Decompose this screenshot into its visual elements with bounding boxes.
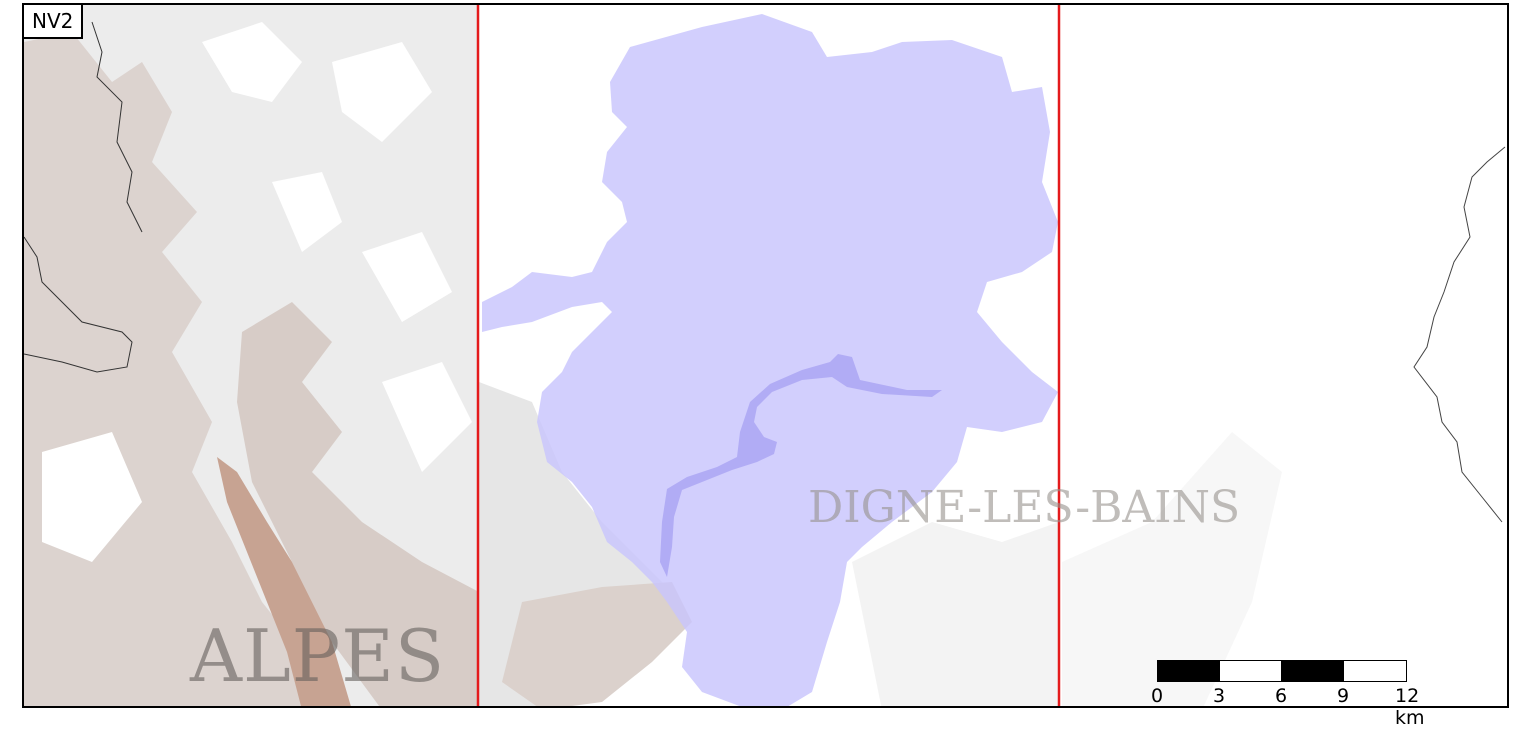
terrain-right-faint [1062,432,1282,706]
terrain-mid-right [852,522,1059,706]
panel-divider-lines [476,5,1061,706]
map-canvas[interactable] [24,5,1509,708]
terrain-river-left [217,457,351,706]
terrain-valley-mid [237,302,479,706]
scale-tick-12-km: 12 km [1395,685,1425,729]
map-id-label: NV2 [24,5,84,39]
map-frame[interactable]: ALPES DIGNE-LES-BAINS [22,3,1509,708]
study-zone-polygon[interactable] [482,14,1058,708]
place-label-digne: DIGNE-LES-BAINS [808,482,1241,533]
admin-border-left [24,21,143,373]
scale-segment-1 [1157,660,1220,682]
scale-tick-6: 6 [1274,685,1288,707]
scale-segment-4 [1343,660,1407,682]
scale-bar: 0 3 6 9 12 km [1130,658,1470,729]
terrain-white-patches [42,22,472,562]
admin-border-right [1413,146,1506,523]
terrain-mid-bottomleft-dark [502,582,692,706]
place-label-alpes: ALPES [190,614,446,698]
scale-segment-2 [1219,660,1282,682]
scale-tick-3: 3 [1212,685,1226,707]
study-zone-layer[interactable] [482,14,1058,708]
scale-tick-0: 0 [1150,685,1164,707]
scale-segment-3 [1281,660,1344,682]
scale-tick-9: 9 [1336,685,1350,707]
